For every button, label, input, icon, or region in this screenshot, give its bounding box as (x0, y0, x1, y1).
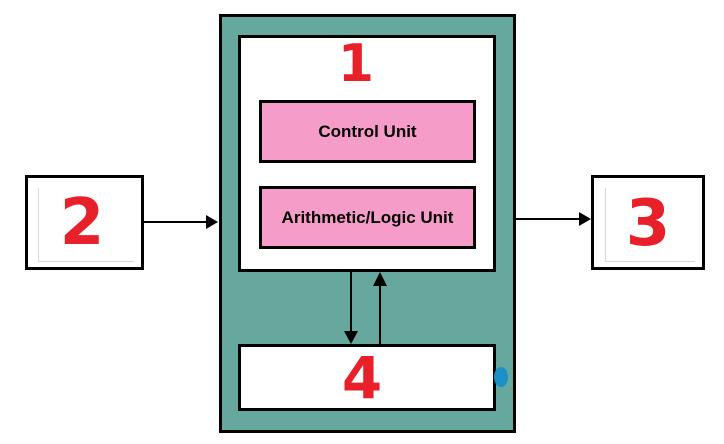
down-arrow-head (344, 331, 358, 344)
output-box (591, 175, 705, 270)
memory-box (238, 344, 496, 411)
alu-label: Arithmetic/Logic Unit (281, 207, 454, 227)
blue-dot (494, 367, 508, 387)
control-unit-box: Control Unit (259, 100, 476, 163)
input-box (25, 175, 144, 270)
marker-2: 2 (59, 186, 105, 260)
input-arrow-head (206, 215, 218, 229)
output-box-inner-outline (605, 188, 695, 262)
marker-1: 1 (337, 34, 375, 94)
control-unit-label: Control Unit (318, 121, 417, 141)
up-arrow-head (373, 272, 387, 286)
input-box-inner-outline (38, 188, 134, 262)
output-arrow-head (579, 212, 591, 226)
marker-4: 4 (341, 344, 383, 412)
marker-3: 3 (625, 187, 671, 261)
alu-box: Arithmetic/Logic Unit (259, 186, 476, 249)
